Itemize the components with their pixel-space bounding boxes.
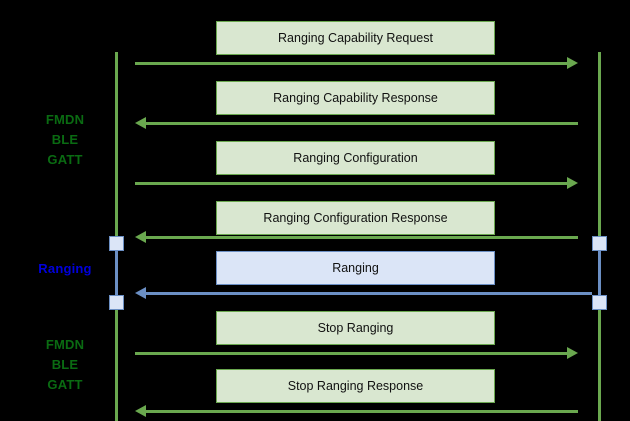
left-anchor-bottom	[109, 295, 124, 310]
arrowhead-right-icon	[567, 347, 578, 359]
right-activation-bar	[598, 242, 601, 302]
message-box-ranging: Ranging	[216, 251, 495, 285]
message-arrow-ranging-configuration-response	[146, 236, 578, 239]
phase-label-ranging: Ranging	[38, 261, 92, 276]
arrowhead-right-icon	[567, 57, 578, 69]
message-box-ranging-capability-response: Ranging Capability Response	[216, 81, 495, 115]
left-activation-bar	[115, 242, 118, 302]
arrowhead-left-icon	[135, 287, 146, 299]
arrowhead-left-icon	[135, 117, 146, 129]
message-arrow-stop-ranging-response	[146, 410, 578, 413]
right-anchor-bottom	[592, 295, 607, 310]
message-arrow-ranging-capability-request	[135, 62, 567, 65]
left-anchor-top	[109, 236, 124, 251]
phase-label-fmdn-ble-gatt-bottom: FMDN BLE GATT	[45, 337, 85, 392]
arrowhead-left-icon	[135, 231, 146, 243]
message-box-stop-ranging: Stop Ranging	[216, 311, 495, 345]
message-box-stop-ranging-response: Stop Ranging Response	[216, 369, 495, 403]
message-box-ranging-capability-request: Ranging Capability Request	[216, 21, 495, 55]
right-anchor-top	[592, 236, 607, 251]
arrowhead-right-icon	[567, 177, 578, 189]
message-box-ranging-configuration: Ranging Configuration	[216, 141, 495, 175]
message-arrow-ranging	[146, 292, 592, 295]
message-arrow-ranging-capability-response	[146, 122, 578, 125]
message-box-ranging-configuration-response: Ranging Configuration Response	[216, 201, 495, 235]
message-arrow-stop-ranging	[135, 352, 567, 355]
phase-label-fmdn-ble-gatt-top: FMDN BLE GATT	[45, 112, 85, 167]
message-arrow-ranging-configuration	[135, 182, 567, 185]
arrowhead-left-icon	[135, 405, 146, 417]
